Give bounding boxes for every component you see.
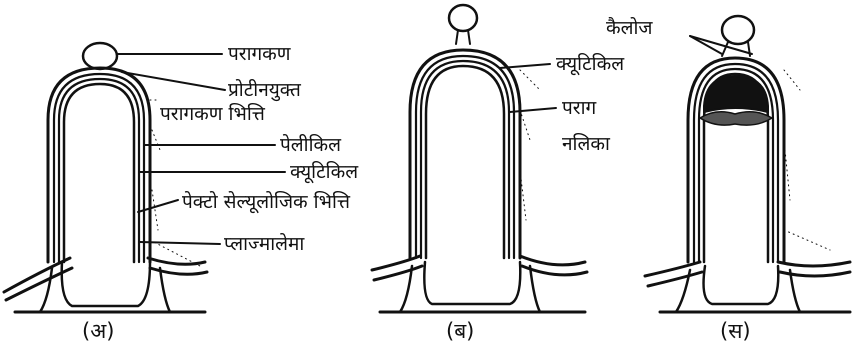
label-pecto-cellulosic-wall: पेक्टो सेल्यूलोजिक भित्ति	[182, 190, 351, 214]
label-pollen: पराग	[562, 97, 596, 119]
panel-c	[645, 16, 850, 312]
label-cuticle-b: क्यूटिकिल	[556, 52, 625, 76]
caption-c: (स)	[720, 319, 751, 343]
panel-b	[372, 5, 587, 312]
caption-b: (ब)	[446, 319, 474, 343]
label-pellicle: पेलीकिल	[280, 133, 342, 156]
lysed-band	[700, 112, 772, 125]
pollen-grain-a	[83, 43, 117, 69]
label-pollen-grain: परागकण	[228, 43, 291, 65]
dark-mass	[704, 76, 768, 112]
caption-a: (अ)	[82, 319, 114, 343]
label-callose: कैलोज	[606, 16, 653, 39]
pollen-grain-b	[449, 5, 477, 31]
label-proteinaceous: प्रोटीनयुक्त	[228, 78, 302, 102]
label-pollen-wall: परागकण भित्ति	[160, 102, 266, 125]
label-cuticle-a: क्यूटिकिल	[290, 160, 359, 184]
pollen-grain-c	[722, 16, 754, 44]
label-tube: नलिका	[562, 132, 611, 155]
label-plasmalemma: प्लाज्मालेमा	[224, 232, 305, 255]
